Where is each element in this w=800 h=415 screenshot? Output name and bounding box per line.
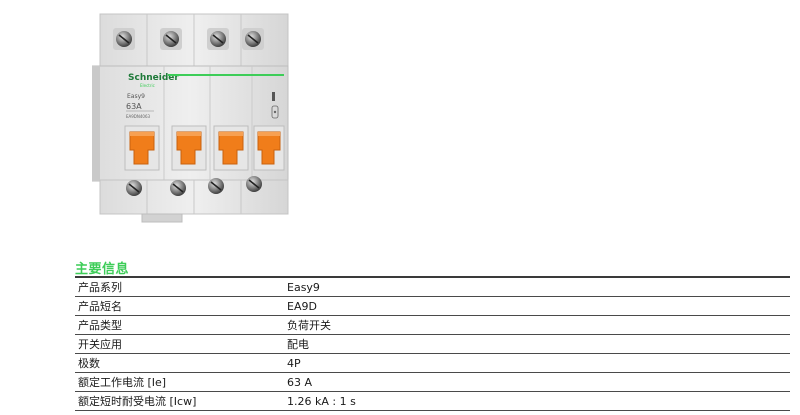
screw-icon [246, 176, 262, 192]
screw-icon [126, 180, 142, 196]
spec-label: 开关应用 [75, 334, 284, 354]
screw-icon [207, 28, 229, 50]
brand-logo: Schneider [128, 73, 179, 83]
part-number: EA9DN4063 [126, 114, 151, 119]
screw-icon [113, 28, 135, 50]
spec-value: 1.26 kA : 1 s [284, 391, 790, 411]
spec-value: 63 A [284, 372, 790, 392]
spec-label: 额定短时耐受电流 [Icw] [75, 391, 284, 411]
model-label: Easy9 [127, 93, 145, 100]
spec-row: 产品类型负荷开关 [75, 315, 790, 335]
spec-value: EA9D [284, 296, 790, 316]
screw-icon [208, 178, 224, 194]
screw-icon [170, 180, 186, 196]
spec-row: 开关应用配电 [75, 334, 790, 354]
spec-value: 4P [284, 353, 790, 373]
spec-row: 额定工作电流 [Ie]63 A [75, 372, 790, 392]
rating-label: 63A [126, 102, 142, 111]
spec-row: 额定短时耐受电流 [Icw]1.26 kA : 1 s [75, 391, 790, 411]
spec-label: 产品类型 [75, 315, 284, 335]
brand-logo-subtext: Electric [140, 83, 155, 88]
spec-value: Easy9 [284, 276, 790, 297]
section-title: 主要信息 [75, 262, 130, 277]
switch-handle [253, 125, 285, 171]
product-image: Schneider Electric Easy9 63A EA9DN4063 [92, 13, 289, 223]
spec-value: 配电 [284, 334, 790, 354]
switch-handle [171, 125, 207, 171]
spec-label: 产品短名 [75, 296, 284, 316]
switch-handle [124, 125, 160, 171]
spec-label: 产品系列 [75, 276, 284, 297]
on-off-symbol-icon [271, 92, 279, 119]
spec-label: 极数 [75, 353, 284, 373]
switch-handle [213, 125, 249, 171]
screw-icon [160, 28, 182, 50]
screw-icon [242, 28, 264, 50]
spec-value: 负荷开关 [284, 315, 790, 335]
spec-label: 额定工作电流 [Ie] [75, 372, 284, 392]
